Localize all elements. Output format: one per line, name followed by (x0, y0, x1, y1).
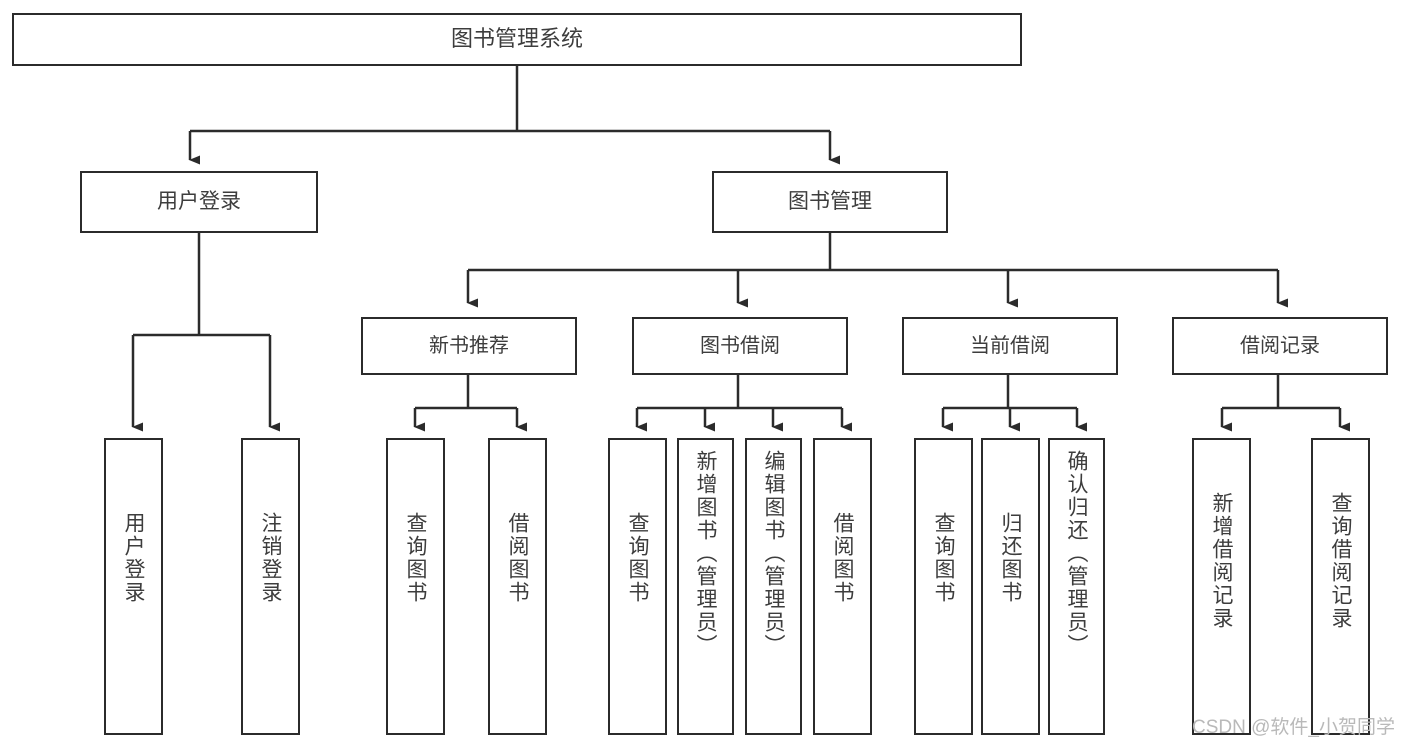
leaf-user-login-signout-label: 注销登录 (259, 512, 282, 604)
leaf-borrow-edit-book-label: 编辑图书（管理员） (762, 450, 785, 657)
node-book-management-label: 图书管理 (788, 190, 872, 214)
leaf-record-query-record-label: 查询借阅记录 (1329, 492, 1352, 630)
leaf-borrow-query-book[interactable]: 查询图书 (608, 438, 667, 735)
leaf-borrow-borrow-book-label: 借阅图书 (831, 512, 854, 604)
node-new-book-recommend[interactable]: 新书推荐 (361, 317, 577, 375)
leaf-record-add-record[interactable]: 新增借阅记录 (1192, 438, 1251, 735)
node-book-management[interactable]: 图书管理 (712, 171, 948, 233)
leaf-borrow-add-book-label: 新增图书（管理员） (694, 450, 717, 657)
leaf-borrow-add-book[interactable]: 新增图书（管理员） (677, 438, 734, 735)
node-root-label: 图书管理系统 (450, 26, 583, 52)
leaf-recommend-query-book[interactable]: 查询图书 (386, 438, 445, 735)
node-user-login[interactable]: 用户登录 (80, 171, 318, 233)
node-borrow-record[interactable]: 借阅记录 (1172, 317, 1388, 375)
leaf-recommend-borrow-book-label: 借阅图书 (506, 512, 529, 604)
node-book-borrow-label: 图书借阅 (700, 334, 780, 357)
node-root[interactable]: 图书管理系统 (12, 13, 1022, 66)
leaf-user-login-signin[interactable]: 用户登录 (104, 438, 163, 735)
leaf-current-return-book[interactable]: 归还图书 (981, 438, 1040, 735)
leaf-recommend-borrow-book[interactable]: 借阅图书 (488, 438, 547, 735)
leaf-record-add-record-label: 新增借阅记录 (1210, 492, 1233, 630)
node-current-borrow[interactable]: 当前借阅 (902, 317, 1118, 375)
leaf-borrow-edit-book[interactable]: 编辑图书（管理员） (745, 438, 802, 735)
csdn-watermark: CSDN @软件_小贺同学 (1192, 717, 1395, 738)
leaf-current-confirm-return[interactable]: 确认归还（管理员） (1048, 438, 1105, 735)
leaf-current-query-book[interactable]: 查询图书 (914, 438, 973, 735)
leaf-borrow-query-book-label: 查询图书 (626, 512, 649, 604)
leaf-borrow-borrow-book[interactable]: 借阅图书 (813, 438, 872, 735)
node-new-book-recommend-label: 新书推荐 (429, 334, 509, 357)
node-borrow-record-label: 借阅记录 (1240, 334, 1320, 357)
node-book-borrow[interactable]: 图书借阅 (632, 317, 848, 375)
leaf-current-return-book-label: 归还图书 (999, 512, 1022, 604)
leaf-current-confirm-return-label: 确认归还（管理员） (1065, 450, 1088, 657)
node-user-login-label: 用户登录 (157, 190, 241, 214)
leaf-recommend-query-book-label: 查询图书 (404, 512, 427, 604)
leaf-user-login-signin-label: 用户登录 (122, 512, 145, 604)
leaf-record-query-record[interactable]: 查询借阅记录 (1311, 438, 1370, 735)
leaf-current-query-book-label: 查询图书 (932, 512, 955, 604)
leaf-user-login-signout[interactable]: 注销登录 (241, 438, 300, 735)
node-current-borrow-label: 当前借阅 (970, 334, 1050, 357)
